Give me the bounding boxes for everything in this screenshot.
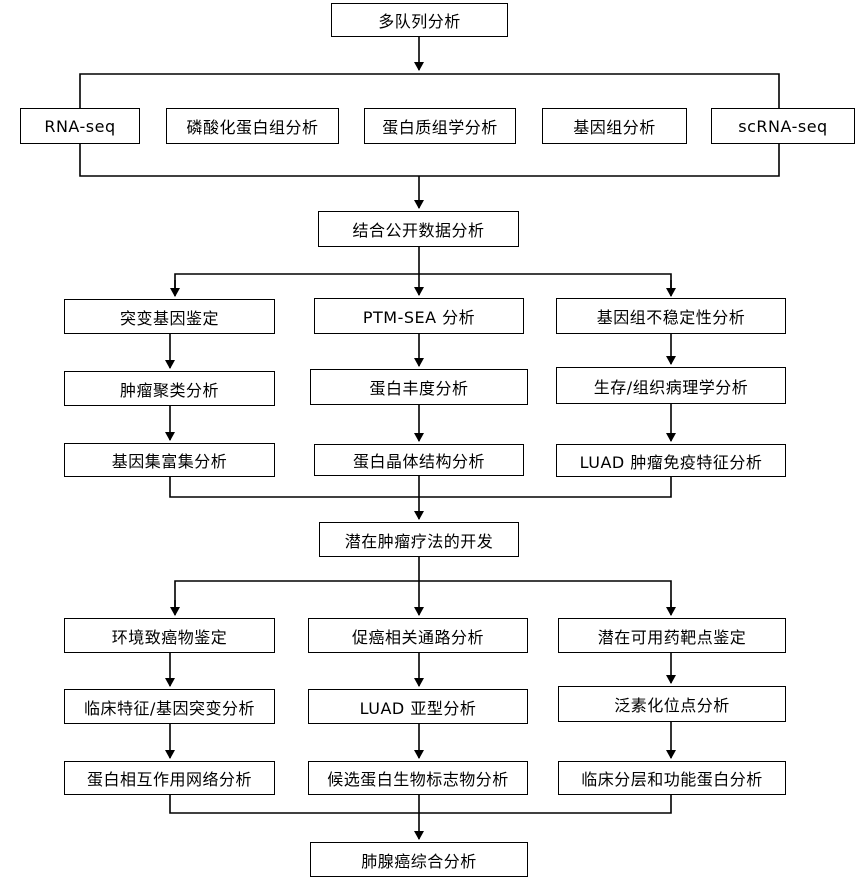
node-b1-c3-2: 生存/组织病理学分析 [556,367,786,404]
node-omics-rna-seq: RNA-seq [20,108,140,144]
node-b1-c2-2: 蛋白丰度分析 [310,369,528,405]
node-b1-c1-1: 突变基因鉴定 [64,299,275,334]
node-integrate: 结合公开数据分析 [318,211,519,247]
node-b2-c3-1: 潜在可用药靶点鉴定 [558,618,786,653]
node-b1-c2-1: PTM-SEA 分析 [314,298,524,334]
node-top: 多队列分析 [331,3,508,37]
node-b1-c3-3: LUAD 肿瘤免疫特征分析 [556,444,786,477]
node-b2-c2-3: 候选蛋白生物标志物分析 [308,761,528,795]
node-omics-proteomics: 蛋白质组学分析 [364,108,516,144]
node-therapy: 潜在肿瘤疗法的开发 [319,522,519,557]
node-b2-c1-3: 蛋白相互作用网络分析 [64,761,275,795]
node-b2-c1-1: 环境致癌物鉴定 [64,618,275,653]
node-omics-scrna-seq: scRNA-seq [711,108,855,144]
node-b2-c2-1: 促癌相关通路分析 [308,618,528,653]
node-omics-genomics: 基因组分析 [542,108,687,144]
node-b2-c3-2: 泛素化位点分析 [558,686,786,722]
node-b1-c2-3: 蛋白晶体结构分析 [314,444,524,476]
node-final: 肺腺癌综合分析 [310,842,528,877]
node-omics-phospho: 磷酸化蛋白组分析 [166,108,339,144]
node-b2-c1-2: 临床特征/基因突变分析 [64,689,275,724]
node-b1-c3-1: 基因组不稳定性分析 [556,298,786,334]
node-b2-c3-3: 临床分层和功能蛋白分析 [558,761,786,795]
node-b1-c1-3: 基因集富集分析 [64,443,275,477]
node-b1-c1-2: 肿瘤聚类分析 [64,371,275,406]
node-b2-c2-2: LUAD 亚型分析 [308,689,528,724]
